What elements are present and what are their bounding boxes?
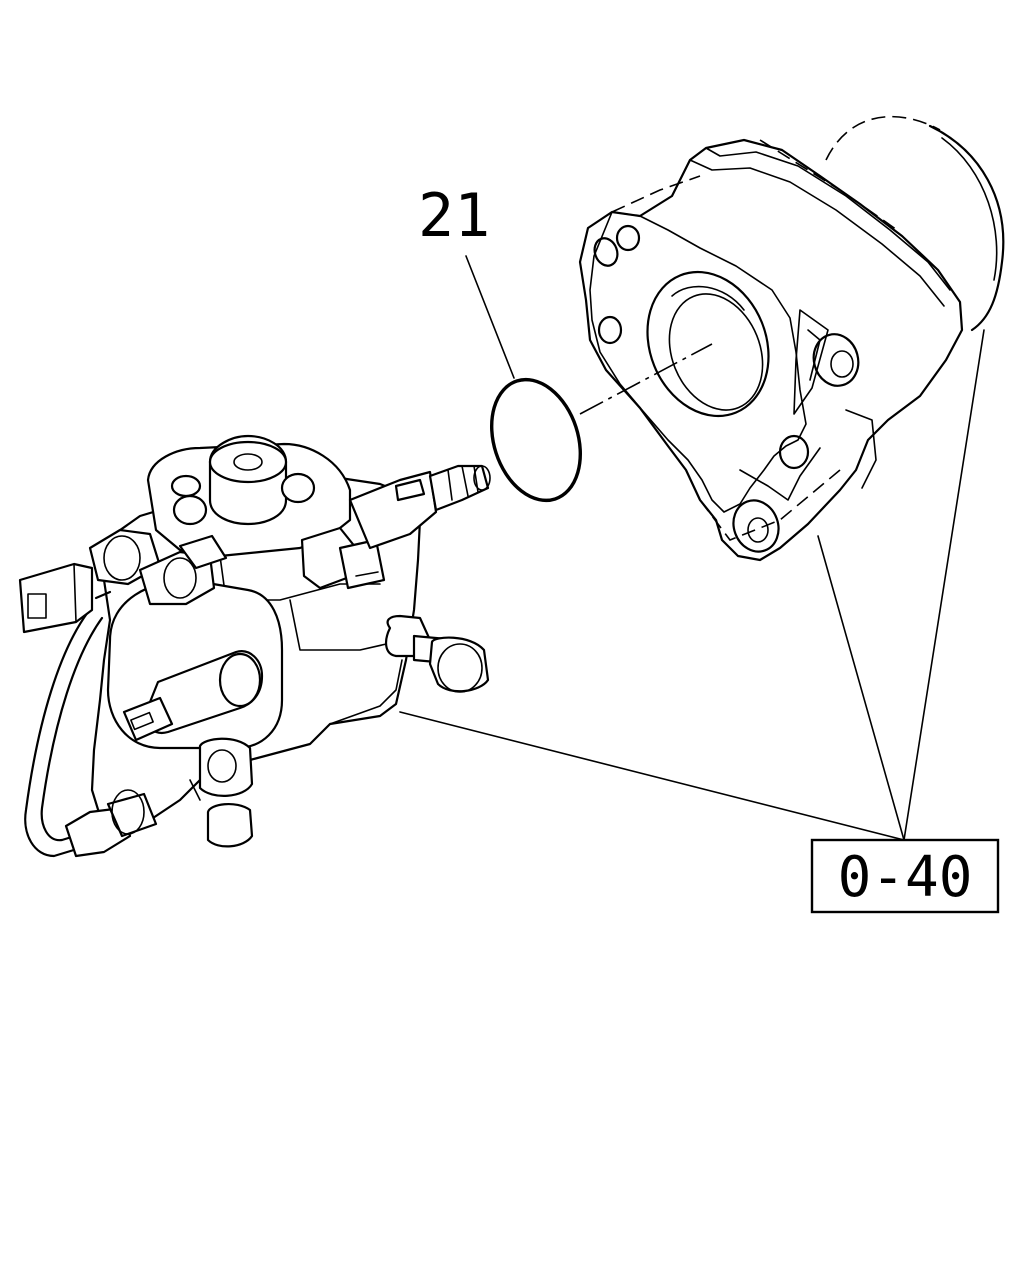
leader-part-21 (465, 255, 515, 379)
reference-label: 0-40 (838, 845, 973, 910)
reference-leaders (399, 329, 985, 841)
part-number-label: 21 (418, 181, 490, 251)
pump-housing-flange (578, 115, 1005, 562)
o-ring (489, 377, 583, 503)
injection-pump (18, 434, 491, 858)
reference-box: 0-40 (810, 838, 1000, 914)
